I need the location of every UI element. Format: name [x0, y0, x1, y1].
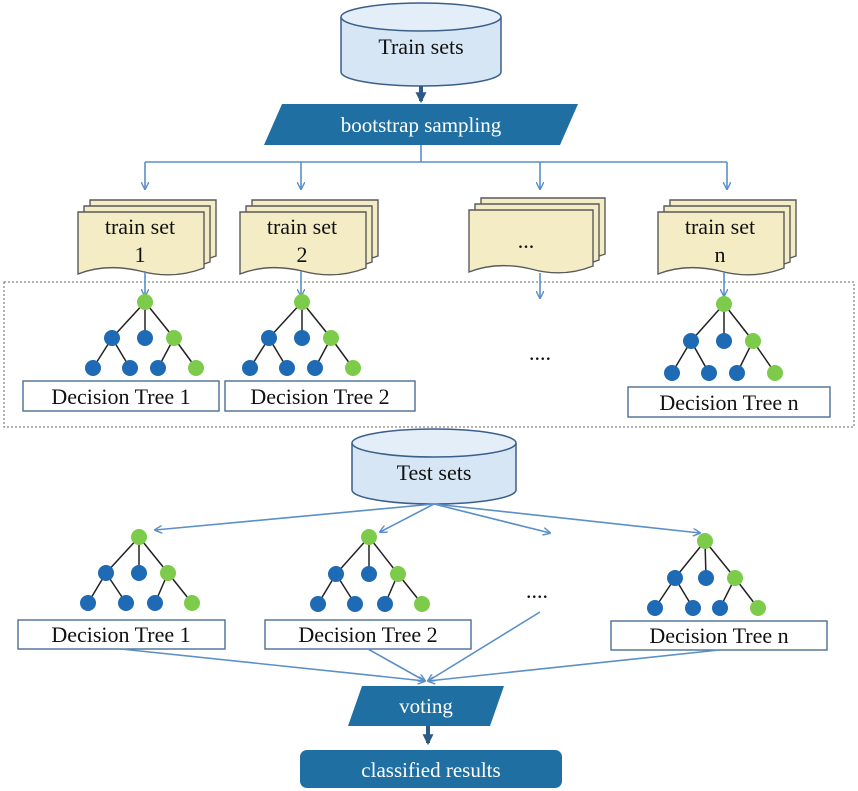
upper-tree-1-box: Decision Tree 1	[22, 380, 220, 412]
lower-ellipsis: ....	[526, 578, 548, 603]
voting-banner: voting	[348, 686, 504, 726]
train-set-1-line1: train set	[105, 214, 175, 239]
lower-tree-1-box: Decision Tree 1	[17, 619, 226, 650]
upper-tree-n-box: Decision Tree n	[627, 386, 831, 418]
bootstrap-connectors	[145, 145, 727, 189]
training-frame	[3, 281, 855, 428]
lower-tree-2-box: Decision Tree 2	[264, 619, 472, 650]
train-set-2-line1: train set	[267, 214, 337, 239]
train-set-card-n: train set n	[657, 199, 797, 276]
test-fanout-arrows	[155, 503, 700, 533]
upper-tree-n	[664, 296, 783, 381]
upper-tree-2	[242, 294, 361, 376]
lower-tree-1	[80, 529, 200, 611]
lower-tree-2-label: Decision Tree 2	[298, 622, 437, 647]
train-set-card-ellipsis: ...	[468, 197, 606, 274]
lower-tree-2	[310, 529, 430, 612]
convergence-arrows	[120, 611, 720, 681]
upper-tree-n-label: Decision Tree n	[659, 390, 798, 415]
bootstrap-sampling-label: bootstrap sampling	[341, 113, 502, 137]
train-set-1-line2: 1	[135, 242, 146, 267]
train-set-n-line2: n	[715, 242, 726, 267]
train-set-card-1: train set 1	[77, 199, 217, 276]
bootstrap-sampling-banner: bootstrap sampling	[264, 104, 578, 145]
train-set-n-line1: train set	[685, 214, 755, 239]
lower-tree-n	[647, 533, 766, 616]
train-set-2-line2: 2	[297, 242, 308, 267]
lower-tree-1-label: Decision Tree 1	[51, 622, 190, 647]
classified-results-label: classified results	[361, 758, 500, 782]
voting-label: voting	[399, 694, 453, 718]
test-sets-label: Test sets	[397, 460, 472, 485]
classified-results-box: classified results	[300, 750, 562, 788]
train-set-ellipsis-label: ...	[518, 228, 535, 253]
upper-ellipsis: ....	[529, 340, 551, 365]
test-sets-cylinder: Test sets	[351, 428, 517, 505]
train-set-card-2: train set 2	[239, 199, 379, 276]
upper-tree-1	[85, 294, 204, 376]
train-sets-cylinder: Train sets	[340, 2, 502, 87]
upper-tree-2-label: Decision Tree 2	[250, 384, 389, 409]
train-sets-label: Train sets	[378, 34, 463, 59]
lower-tree-n-label: Decision Tree n	[649, 623, 788, 648]
lower-tree-n-box: Decision Tree n	[610, 620, 828, 651]
card-to-tree-arrows	[145, 271, 724, 298]
upper-tree-2-box: Decision Tree 2	[224, 380, 416, 412]
upper-tree-1-label: Decision Tree 1	[51, 384, 190, 409]
